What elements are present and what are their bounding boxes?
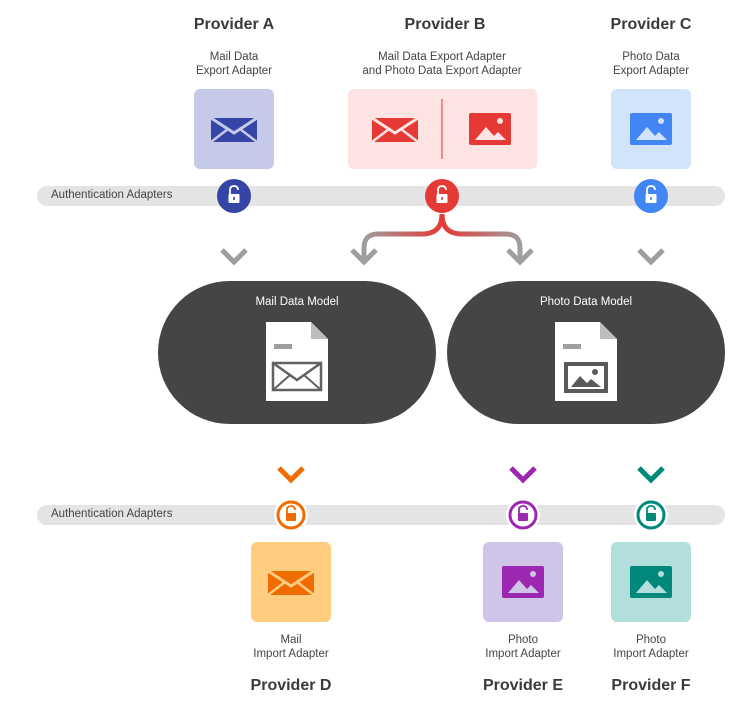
export-adapter-c-tile xyxy=(611,89,691,169)
lock-icon xyxy=(425,179,459,213)
provider-d-title: Provider D xyxy=(250,677,332,694)
arrow-down-icon xyxy=(637,430,665,484)
document-icon xyxy=(555,322,617,401)
lock-icon xyxy=(634,179,668,213)
photo-icon xyxy=(502,566,544,598)
lock-icon xyxy=(634,498,668,532)
split-arrow xyxy=(350,213,534,266)
arrow-down-icon xyxy=(277,430,305,484)
envelope-icon xyxy=(210,116,258,143)
import-adapter-e-label: Photo Import Adapter xyxy=(485,634,561,660)
photo-data-model xyxy=(447,281,725,424)
export-adapter-b-tile xyxy=(348,89,537,169)
import-adapter-d-tile xyxy=(251,542,331,622)
arrow-down-icon xyxy=(220,218,248,266)
mail-data-model-label: Mail Data Model xyxy=(255,296,339,308)
envelope-icon xyxy=(267,569,315,596)
export-adapter-c-label: Photo Data Export Adapter xyxy=(612,51,690,77)
lock-icon xyxy=(217,179,251,213)
export-adapter-a-tile xyxy=(194,89,274,169)
auth-band-top: Authentication Adapters xyxy=(37,186,725,206)
import-adapter-d-label: Mail Import Adapter xyxy=(253,634,329,660)
lock-icon xyxy=(274,498,308,532)
photo-data-model-label: Photo Data Model xyxy=(539,296,633,308)
photo-icon xyxy=(630,566,672,598)
document-icon xyxy=(266,322,328,401)
export-adapter-a-label: Mail Data Export Adapter xyxy=(195,51,273,77)
arrow-down-icon xyxy=(509,430,537,484)
provider-e-title: Provider E xyxy=(482,677,564,694)
import-adapter-f-tile xyxy=(611,542,691,622)
photo-icon xyxy=(630,113,672,145)
arrow-down-icon xyxy=(637,218,665,266)
lock-icon xyxy=(506,498,540,532)
mail-data-model xyxy=(158,281,436,424)
provider-a-title: Provider A xyxy=(193,16,275,33)
import-adapter-f-label: Photo Import Adapter xyxy=(613,634,689,660)
provider-b-title: Provider B xyxy=(404,16,486,33)
import-adapter-e-tile xyxy=(483,542,563,622)
export-adapter-b-label: Mail Data Export Adapter and Photo Data … xyxy=(362,51,522,77)
envelope-icon xyxy=(371,116,419,143)
auth-band-bottom-label: Authentication Adapters xyxy=(51,508,173,520)
auth-band-top-label: Authentication Adapters xyxy=(51,189,173,201)
provider-c-title: Provider C xyxy=(610,16,692,33)
provider-f-title: Provider F xyxy=(611,677,691,694)
auth-band-bottom: Authentication Adapters xyxy=(37,505,725,525)
photo-icon xyxy=(469,113,511,145)
